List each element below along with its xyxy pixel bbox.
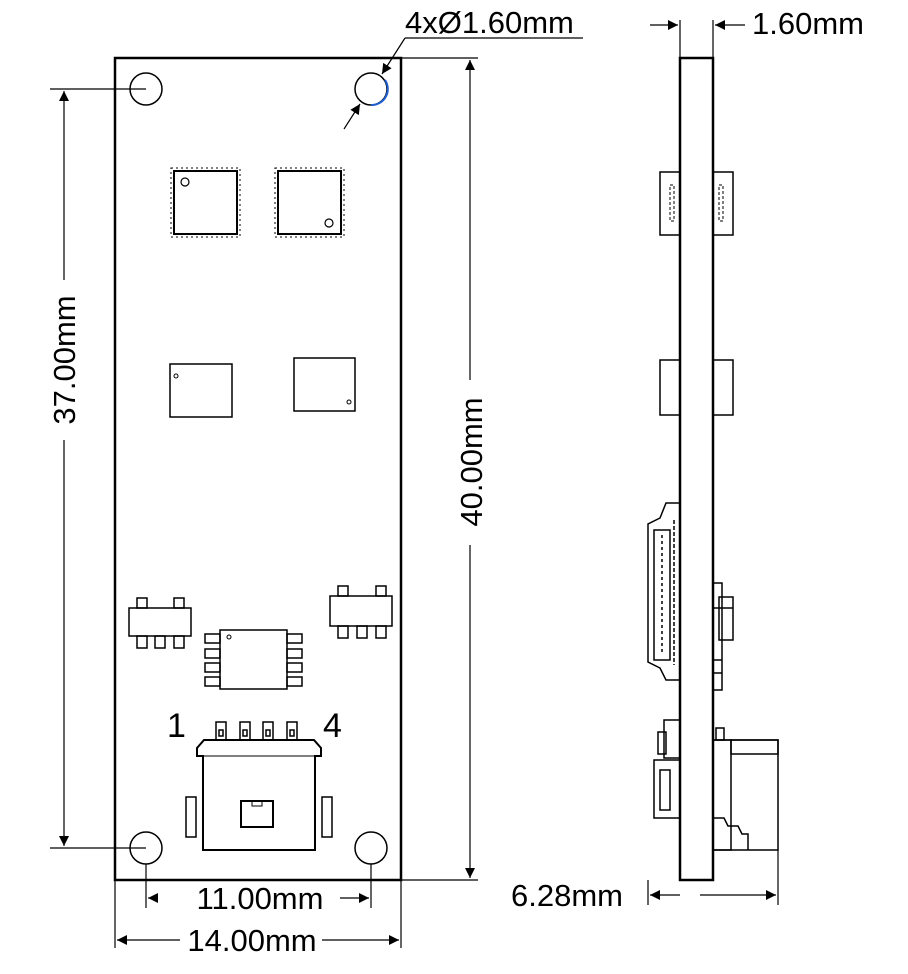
hole-highlight-arc [370, 79, 389, 107]
board-width-label: 14.00mm [187, 923, 316, 958]
sot-package-right [329, 585, 393, 639]
side-connector-back [647, 502, 680, 681]
overall-depth-label: 6.28mm [511, 878, 623, 913]
qfn-chip-left [170, 167, 241, 238]
side-chip-middle [659, 359, 734, 416]
side-sot-right [712, 582, 734, 691]
sot-package-left [128, 597, 192, 649]
side-jst-connector [653, 719, 779, 851]
msop-package [204, 629, 303, 690]
side-view [647, 56, 779, 882]
horizontal-pitch-label: 11.00mm [197, 881, 324, 916]
pcb-side-edge [678, 56, 715, 882]
dimension-lines [50, 20, 779, 948]
side-chip-upper [659, 171, 734, 236]
vertical-pitch-label: 37.00mm [47, 295, 82, 424]
front-view [113, 56, 403, 882]
board-length-label: 40.00mm [454, 397, 489, 526]
pcb-outline [113, 56, 403, 882]
thickness-label: 1.60mm [752, 6, 864, 41]
pin-1-label: 1 [167, 707, 186, 745]
small-ic-right [293, 357, 356, 412]
jst-connector [185, 721, 333, 851]
hole-spec-label: 4xØ1.60mm [405, 5, 574, 40]
pin-4-label: 4 [323, 707, 342, 745]
qfn-chip-right [274, 167, 345, 238]
small-ic-left [169, 363, 233, 418]
